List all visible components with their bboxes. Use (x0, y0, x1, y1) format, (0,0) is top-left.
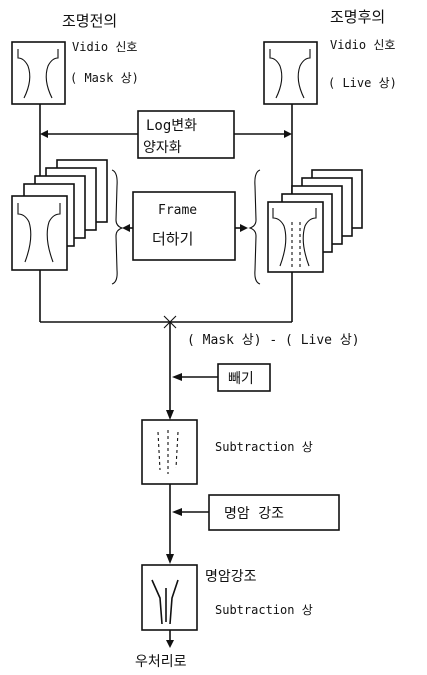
left-brace (112, 170, 122, 284)
right-brace (250, 170, 260, 284)
output-label: 우처리로 (135, 654, 187, 670)
arrow-right-small-icon (240, 224, 248, 232)
log-box-line2: 양자화 (143, 140, 182, 156)
arrow-down-icon (166, 410, 174, 420)
left-header-line2: Vidio 신호 (72, 40, 137, 54)
left-header-line1: 조명전의 (62, 12, 117, 30)
arrow-down-3-icon (166, 640, 174, 648)
frame-add-box: Frame 더하기 (133, 192, 235, 260)
arrow-left-into-flow-2-icon (172, 508, 182, 516)
left-header-line3: ( Mask 상) (70, 71, 139, 85)
log-quantization-box: Log변화 양자화 (138, 111, 234, 158)
right-header-line3: ( Live 상) (328, 76, 397, 90)
subtract-box: 빼기 (218, 364, 270, 391)
frame-box-line2: 더하기 (152, 230, 193, 248)
mask-frame-stack (12, 160, 107, 270)
mask-image-box (12, 42, 65, 104)
subtraction-image-label: Subtraction 상 (215, 440, 313, 454)
arrow-right-icon (284, 130, 292, 138)
difference-label: ( Mask 상) - ( Live 상) (187, 333, 360, 348)
contrast-box-label: 명암 강조 (224, 506, 284, 522)
subtraction-image-box (142, 420, 197, 484)
right-header-line2: Vidio 신호 (330, 38, 395, 52)
right-header-line1: 조명후의 (330, 8, 385, 26)
arrow-left-into-flow-icon (172, 373, 182, 381)
live-frame-stack (268, 170, 362, 272)
enhanced-label-line1: 명암강조 (205, 569, 257, 585)
live-image-box (264, 42, 317, 104)
frame-box-line1: Frame (158, 203, 197, 218)
arrow-left-small-icon (122, 224, 130, 232)
enhanced-label-line2: Subtraction 상 (215, 603, 313, 617)
arrow-down-2-icon (166, 554, 174, 564)
subtract-box-label: 빼기 (228, 371, 254, 387)
arrow-left-icon (40, 130, 48, 138)
contrast-enhance-box: 명암 강조 (209, 495, 339, 530)
enhanced-image-box (142, 565, 197, 630)
log-box-line1: Log변화 (146, 118, 197, 134)
